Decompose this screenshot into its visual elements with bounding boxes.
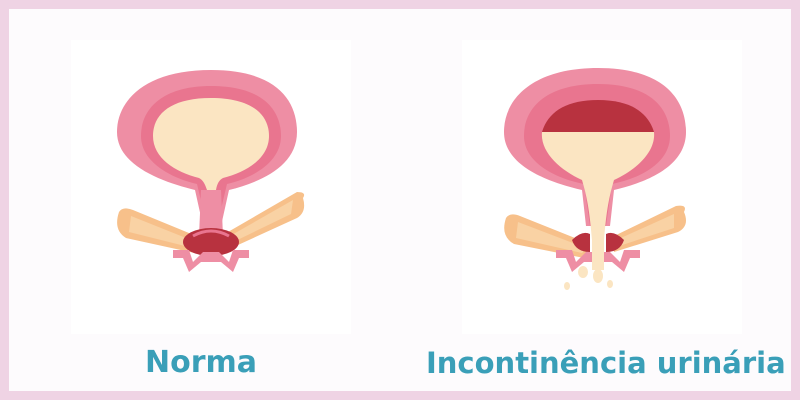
- sphincter-right-open: [606, 232, 624, 252]
- leaking-bladder-illustration: [504, 68, 686, 290]
- urethral-outlet: [556, 250, 592, 272]
- leak-drop-4: [607, 280, 613, 288]
- pelvic-muscle-right: [610, 205, 686, 252]
- urethral-outlet-right: [604, 250, 640, 272]
- leak-drop-1: [578, 266, 588, 278]
- urethra: [199, 190, 223, 236]
- incontinence-bladder-panel: [462, 40, 742, 334]
- pelvic-muscle-right: [221, 192, 305, 250]
- leak-drop-3: [564, 282, 570, 290]
- pelvic-muscle-left: [504, 214, 590, 258]
- caption-incontinence: Incontinência urinária: [426, 346, 786, 380]
- caption-normal: Norma: [145, 345, 258, 380]
- urine-stream: [592, 236, 604, 270]
- leak-drop-2: [593, 269, 603, 283]
- sphincter-left-open: [572, 232, 590, 252]
- urethral-outlet: [173, 250, 249, 272]
- urine-contents: [153, 98, 269, 190]
- bladder-dark-top: [542, 100, 654, 132]
- healthy-bladder-illustration: [117, 70, 305, 272]
- normal-bladder-panel: [71, 40, 351, 334]
- urine-contents: [541, 132, 655, 240]
